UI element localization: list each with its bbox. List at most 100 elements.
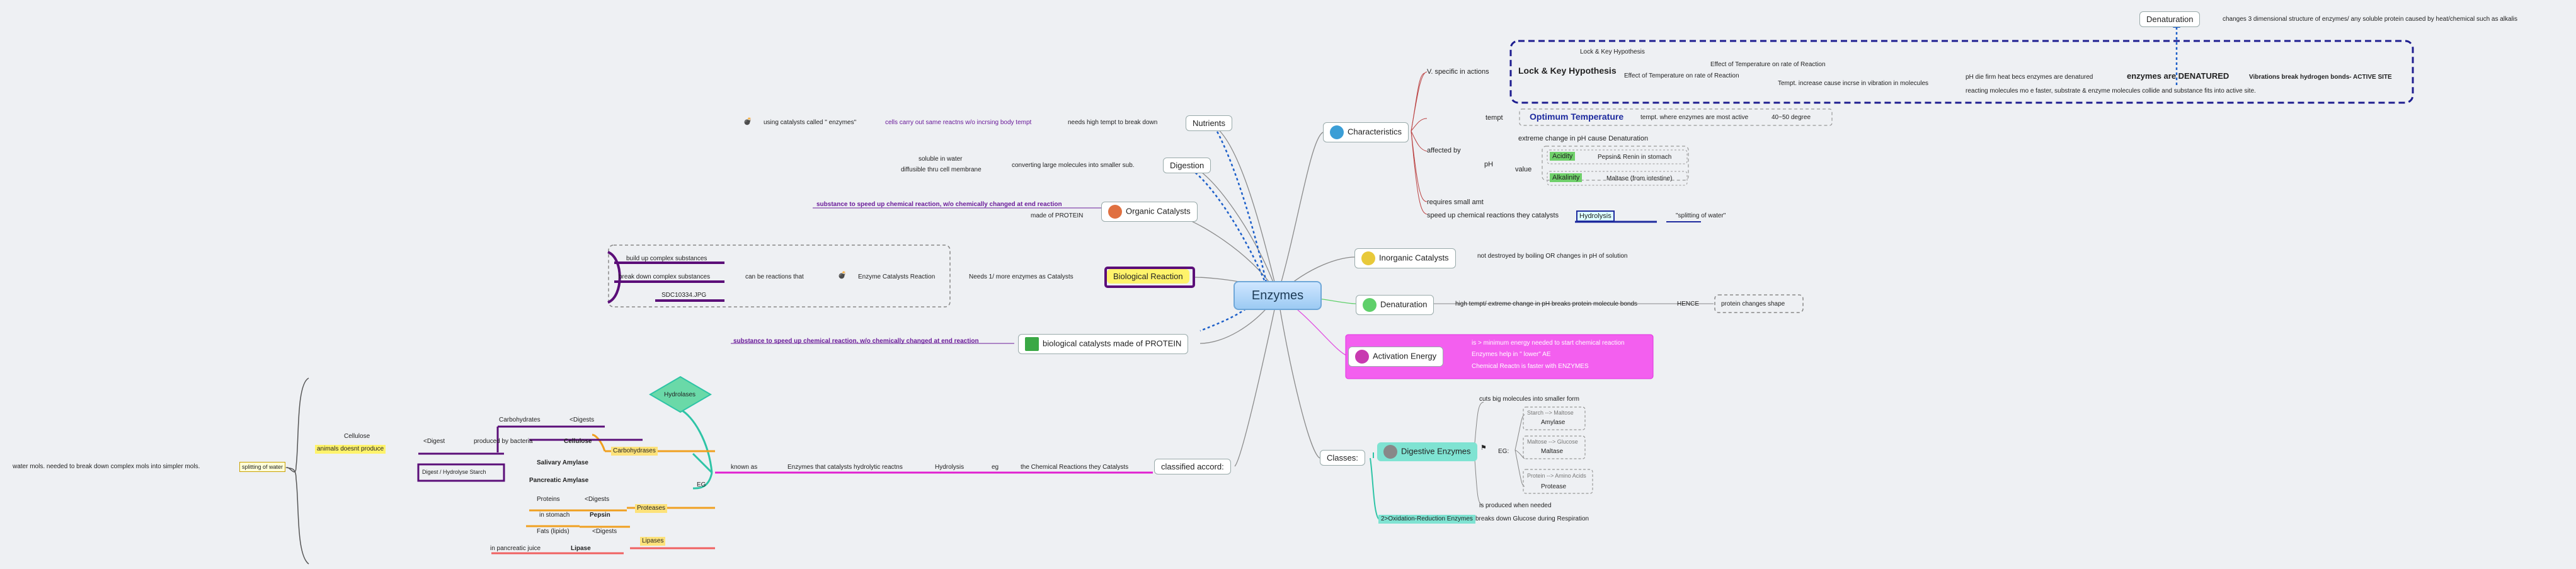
bomb-icon-2: 💣	[838, 272, 847, 279]
tempt-where: tempt. where enzymes are most active	[1640, 114, 1749, 121]
characteristics-label: Characteristics	[1348, 127, 1402, 137]
break-down: break down complex substances	[619, 273, 711, 280]
node-inorganic[interactable]: Inorganic Catalysts	[1354, 248, 1456, 268]
spoke-nutrients	[1206, 122, 1278, 296]
the-chemical: the Chemical Reactions they Catalysts	[1021, 464, 1129, 471]
center-node-enzymes[interactable]: Enzymes	[1234, 281, 1322, 310]
protease: Protease	[1541, 483, 1567, 490]
affected-by: affected by	[1427, 147, 1461, 154]
lockkey-big: Lock & Key Hypothesis	[1518, 66, 1617, 76]
value-label: value	[1515, 166, 1532, 173]
requires-small: requires small amt	[1427, 198, 1484, 206]
inorganic-icon	[1361, 251, 1375, 265]
produced-bacteria: produced by bacteria	[474, 438, 533, 445]
node-classified[interactable]: classified accord:	[1154, 459, 1231, 474]
node-classes[interactable]: Classes:	[1320, 450, 1365, 466]
enzyme-cat-reaction: Enzyme Catalysts Reaction	[858, 273, 936, 280]
digest-starch-box	[417, 463, 505, 482]
denaturation-label: Denaturation	[1380, 299, 1428, 309]
cells-carry: cells carry out same reactns w/o incrsin…	[885, 119, 1032, 126]
node-bio-catalysts[interactable]: biological catalysts made of PROTEIN	[1018, 334, 1189, 354]
inorganic-note: not destroyed by boiling OR changes in p…	[1477, 253, 1628, 260]
organic-substance: substance to speed up chemical reaction,…	[816, 201, 1062, 208]
lockkey-small: Lock & Key Hypothesis	[1580, 49, 1645, 55]
arrow-digestion	[1193, 171, 1268, 285]
node-denaturation[interactable]: Denaturation	[1356, 295, 1434, 315]
hence: HENCE	[1677, 301, 1700, 307]
node-activation[interactable]: Activation Energy	[1348, 347, 1444, 367]
hydrolases-diamond	[649, 376, 712, 413]
organic-icon	[1108, 205, 1122, 219]
specific-text: V. specific in actions	[1427, 68, 1489, 76]
protein-changes: protein changes shape	[1721, 301, 1785, 307]
bomb-icon: 💣	[743, 118, 752, 125]
node-denaturation-top[interactable]: Denaturation	[2139, 11, 2201, 27]
eg-big: EG	[697, 481, 706, 488]
animals-not: animals doesnt produce	[315, 445, 386, 454]
spoke-classified	[1234, 294, 1278, 467]
denaturation-icon	[1363, 298, 1377, 312]
made-of-protein: made of PROTEIN	[1031, 212, 1084, 219]
build-up: build up complex substances	[626, 255, 707, 262]
digests-3: <Digests	[592, 528, 617, 535]
inorganic-label: Inorganic Catalysts	[1379, 253, 1449, 263]
node-nutrients[interactable]: Nutrients	[1186, 115, 1233, 131]
hydrolysis-text: Hydrolysis	[935, 464, 965, 471]
carbohydrates: Carbohydrates	[499, 417, 541, 423]
amylase: Amylase	[1541, 419, 1566, 426]
digest-hydrolyse: Digest / Hydrolyse Starch	[422, 469, 486, 475]
activation-line3: Chemical Reactn is faster with ENZYMES	[1472, 363, 1589, 370]
in-stomach: in stomach	[539, 512, 570, 519]
vibrations-text: Vibrations break hydrogen bonds- ACTIVE …	[2249, 74, 2392, 81]
water-mols: water mols. needed to break down complex…	[13, 463, 200, 470]
digests-1: <Digests	[570, 417, 595, 423]
denaturation-top-note: changes 3 dimensional structure of enzym…	[2223, 16, 2518, 23]
activation-box	[1345, 334, 1654, 379]
activation-line2: Enzymes help in " lower" AE	[1472, 351, 1551, 358]
node-digestion[interactable]: Digestion	[1163, 158, 1211, 173]
in-pancreatic: in pancreatic juice	[490, 545, 541, 552]
extreme-change: extreme change in pH cause Denaturation	[1518, 135, 1649, 142]
pancreatic: Pancreatic Amylase	[529, 477, 589, 484]
enzymes-that: Enzymes that catalysts hydrolytic reactn…	[787, 464, 903, 471]
diffusible: diffusible thru cell membrane	[901, 166, 982, 173]
effect-temp-1: Effect of Temperature on rate of Reactio…	[1624, 72, 1739, 79]
speed-up: speed up chemical reactions they catalys…	[1427, 212, 1559, 219]
oxidation-enzymes: 2>Oxidation-Reduction Enzymes	[1378, 515, 1475, 524]
protein-changes-box	[1714, 294, 1804, 313]
splitting-water-top: "splitting of water"	[1676, 212, 1726, 219]
carbohydrases: Carbohydrases	[611, 447, 658, 456]
digestive-label: Digestive Enzymes	[1401, 446, 1471, 456]
spoke-characteristics	[1277, 132, 1324, 296]
fats: Fats (lipids)	[537, 528, 570, 535]
lipases: Lipases	[640, 537, 666, 546]
node-organic-catalysts[interactable]: Organic Catalysts	[1101, 202, 1198, 222]
spoke-classes	[1277, 294, 1320, 459]
activation-icon	[1355, 350, 1369, 364]
protein-amino: Protein --> Amino Acids	[1527, 473, 1586, 479]
activation-label: Activation Energy	[1373, 351, 1437, 361]
cellulose-1: Cellulose	[564, 438, 592, 445]
high-tempt: high tempt/ extreme change in pH breaks …	[1455, 301, 1638, 307]
hydrolysis-tag: Hydrolysis	[1576, 210, 1615, 222]
digestive-icon	[1383, 445, 1397, 459]
effect-temp-2: Effect of Temperature on rate of Reactio…	[1710, 61, 1826, 68]
lipase: Lipase	[571, 545, 591, 552]
acidity-tag: Acidity	[1550, 152, 1576, 161]
temp-range: 40~50 degree	[1772, 114, 1811, 121]
maltose-glucose: Maltose --> Glucose	[1527, 439, 1578, 445]
cellulose-2: Cellulose	[344, 433, 370, 440]
hydrolases: Hydrolases	[664, 391, 696, 398]
optimum-temp: Optimum Temperature	[1530, 112, 1624, 122]
arrow-nutrients	[1215, 129, 1268, 283]
sdc-file: SDC10334.JPG	[661, 292, 707, 299]
known-as: known as	[731, 464, 758, 471]
organic-label: Organic Catalysts	[1126, 206, 1191, 216]
node-biological-reaction[interactable]: Biological Reaction	[1107, 269, 1189, 284]
node-characteristics[interactable]: Characteristics	[1323, 122, 1409, 142]
big-brace	[285, 377, 309, 565]
proteins: Proteins	[537, 496, 560, 503]
salivary: Salivary Amylase	[537, 459, 588, 466]
starch-maltose: Starch --> Maltose	[1527, 410, 1574, 416]
node-digestive-enzymes[interactable]: Digestive Enzymes	[1377, 442, 1477, 461]
